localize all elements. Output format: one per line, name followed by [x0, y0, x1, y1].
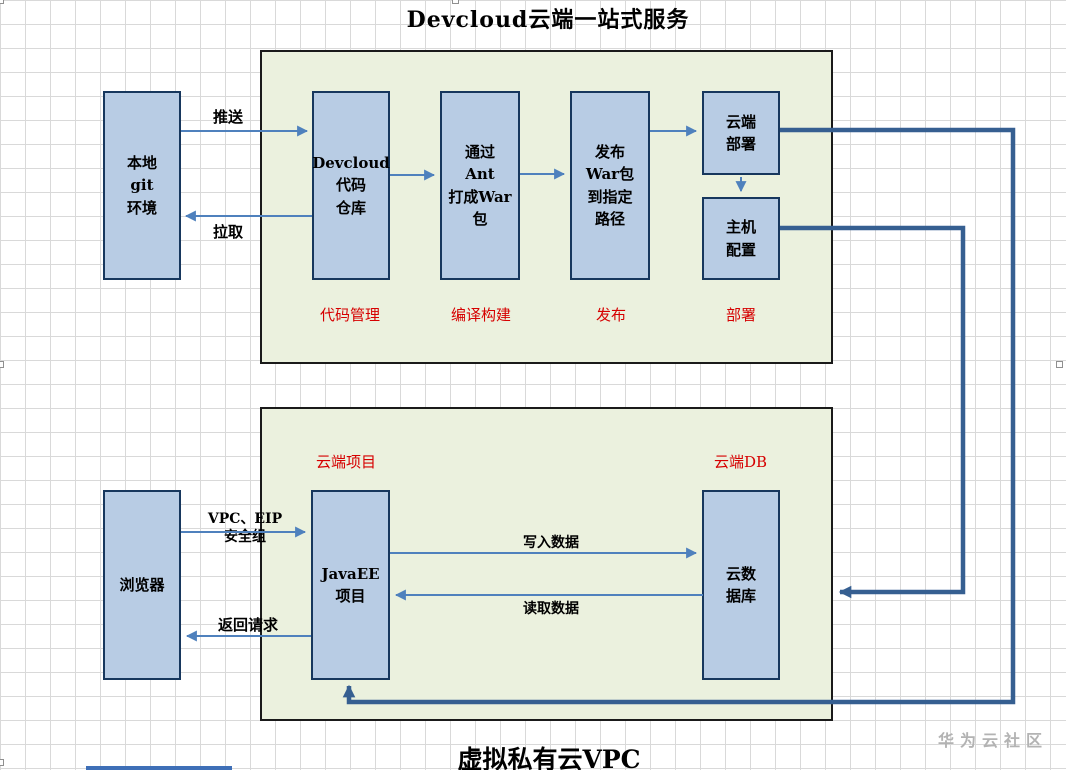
node-javaee-project: JavaEE 项目	[311, 490, 390, 680]
edge-label-vpc-eip: VPC、EIP 安全组	[207, 511, 283, 546]
edge-label-read-data: 读取数据	[523, 601, 579, 617]
selection-handle-bottom-left	[0, 759, 4, 766]
edge-label-pull: 拉取	[212, 223, 243, 241]
vpc-container-label: 虚拟私有云VPC	[457, 745, 641, 770]
node-local-git: 本地 git 环境	[103, 91, 181, 280]
stage-label-deploy: 部署	[725, 306, 756, 324]
selection-handle-left-middle	[0, 361, 4, 368]
selection-handle-top-left	[0, 0, 4, 4]
selection-handle-top-center	[452, 0, 459, 4]
edge-label-write-data: 写入数据	[523, 535, 579, 551]
bottom-edge-artifact	[86, 766, 232, 770]
node-ant-build: 通过 Ant 打成War 包	[440, 91, 520, 280]
node-host-config: 主机 配置	[702, 197, 780, 280]
node-cloud-database: 云数 据库	[702, 490, 780, 680]
node-cloud-deploy: 云端 部署	[702, 91, 780, 175]
node-browser: 浏览器	[103, 490, 181, 680]
watermark-huawei-cloud-community: 华为云社区	[938, 731, 1049, 750]
edge-label-push: 推送	[212, 108, 243, 126]
stage-label-compile-build: 编译构建	[450, 306, 511, 324]
diagram-title: Devcloud云端一站式服务	[406, 7, 690, 33]
selection-handle-right-middle	[1056, 361, 1063, 368]
edge-label-return-request: 返回请求	[217, 616, 278, 634]
node-devcloud-repo: Devcloud 代码 仓库	[312, 91, 390, 280]
section-label-cloud-db: 云端DB	[714, 453, 768, 471]
section-label-cloud-project: 云端项目	[316, 453, 377, 471]
stage-label-code-management: 代码管理	[319, 306, 380, 324]
stage-label-release: 发布	[595, 306, 626, 324]
node-publish-war: 发布 War包 到指定 路径	[570, 91, 650, 280]
